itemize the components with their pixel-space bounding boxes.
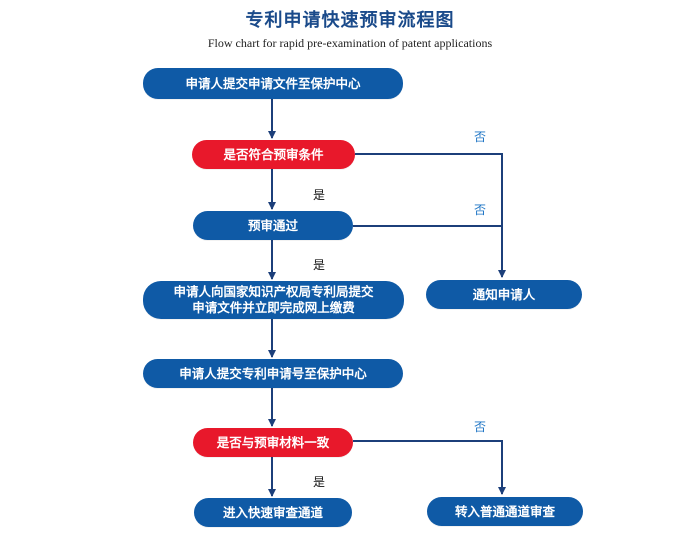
node-meets-conditions: 是否符合预审条件 [192, 140, 355, 169]
label-no-check: 否 [474, 130, 487, 144]
node-notify-applicant: 通知申请人 [426, 280, 582, 309]
node-submit-documents: 申请人提交申请文件至保护中心 [143, 68, 403, 99]
label-no-pass: 否 [474, 203, 487, 217]
label-yes-check: 是 [313, 188, 326, 202]
node-normal-track: 转入普通通道审查 [427, 497, 583, 526]
node-consistent-materials: 是否与预审材料一致 [193, 428, 353, 457]
label-no-consistency: 否 [474, 420, 487, 434]
node-pre-review-pass: 预审通过 [193, 211, 353, 240]
page-subtitle: Flow chart for rapid pre-examination of … [207, 36, 493, 50]
node-fast-track: 进入快速审查通道 [194, 498, 352, 527]
arrow-consistency-no [353, 440, 506, 495]
label-yes-pass: 是 [313, 258, 326, 272]
arrow-check-no [355, 153, 506, 278]
node-submit-cnipa: 申请人向国家知识产权局专利局提交 申请文件并立即完成网上缴费 [143, 281, 404, 319]
page-title: 专利申请快速预审流程图 [245, 10, 455, 31]
node-submit-number: 申请人提交专利申请号至保护中心 [143, 359, 403, 388]
label-yes-consistency: 是 [313, 475, 326, 489]
